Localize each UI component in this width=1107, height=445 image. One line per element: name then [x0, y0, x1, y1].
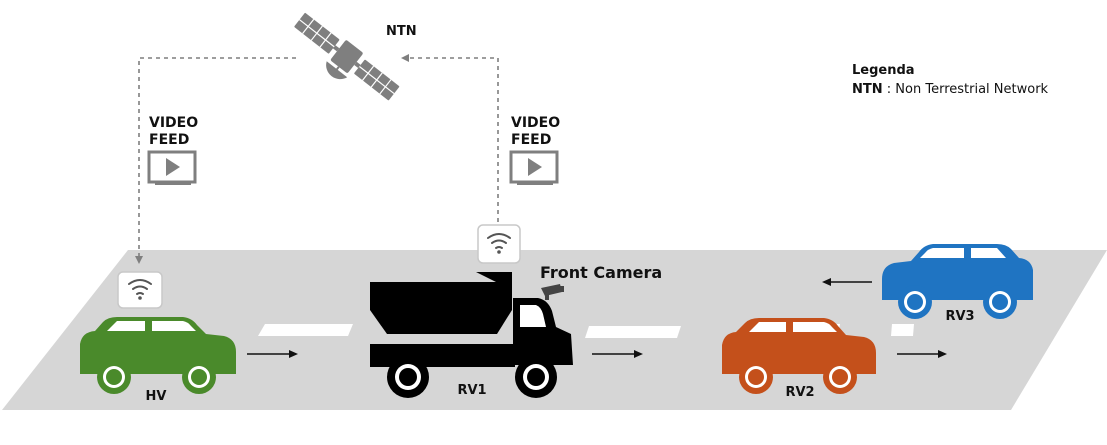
rv3-car-icon [882, 244, 1033, 319]
ntn-links [135, 54, 499, 264]
wifi-badge-hv [117, 271, 163, 309]
movement-arrows [247, 278, 947, 358]
wifi-icon [487, 233, 511, 249]
satellite-icon [294, 12, 400, 101]
lane-mark [891, 324, 914, 336]
front-camera-label: Front Camera [540, 263, 662, 282]
wifi-badge-rv1 [477, 224, 521, 264]
hv-label: HV [146, 389, 167, 404]
satellite-label: NTN [386, 24, 417, 39]
link-satellite-to-hv [135, 57, 296, 264]
lane-mark [585, 326, 681, 338]
rv1-label: RV1 [457, 383, 486, 398]
hv-car-icon [80, 317, 236, 394]
rv1-truck-icon [370, 272, 573, 398]
legend: Legenda NTN : Non Terrestrial Network [852, 61, 1048, 99]
legend-abbr: NTN [852, 82, 883, 97]
rv2-label: RV2 [785, 385, 814, 400]
legend-separator: : [882, 82, 896, 97]
lane-mark [258, 324, 353, 336]
video-feed-line2: FEED [149, 132, 190, 148]
video-play-icon [147, 150, 197, 185]
rv3-label: RV3 [945, 309, 974, 324]
video-feed-label-right: VIDEO FEED [511, 115, 560, 149]
rv2-car-icon [722, 318, 876, 394]
camera-icon [541, 284, 564, 300]
legend-meaning: Non Terrestrial Network [895, 82, 1049, 97]
video-feed-line2: FEED [511, 132, 552, 148]
video-feed-label-left: VIDEO FEED [149, 115, 198, 149]
legend-title: Legenda [852, 63, 915, 78]
video-feed-line1: VIDEO [511, 115, 561, 131]
link-rv1-to-satellite [401, 54, 499, 222]
video-feed-line1: VIDEO [149, 115, 199, 131]
legend-entry: NTN : Non Terrestrial Network [852, 80, 1048, 99]
wifi-icon [128, 279, 152, 295]
video-play-icon [509, 150, 559, 185]
